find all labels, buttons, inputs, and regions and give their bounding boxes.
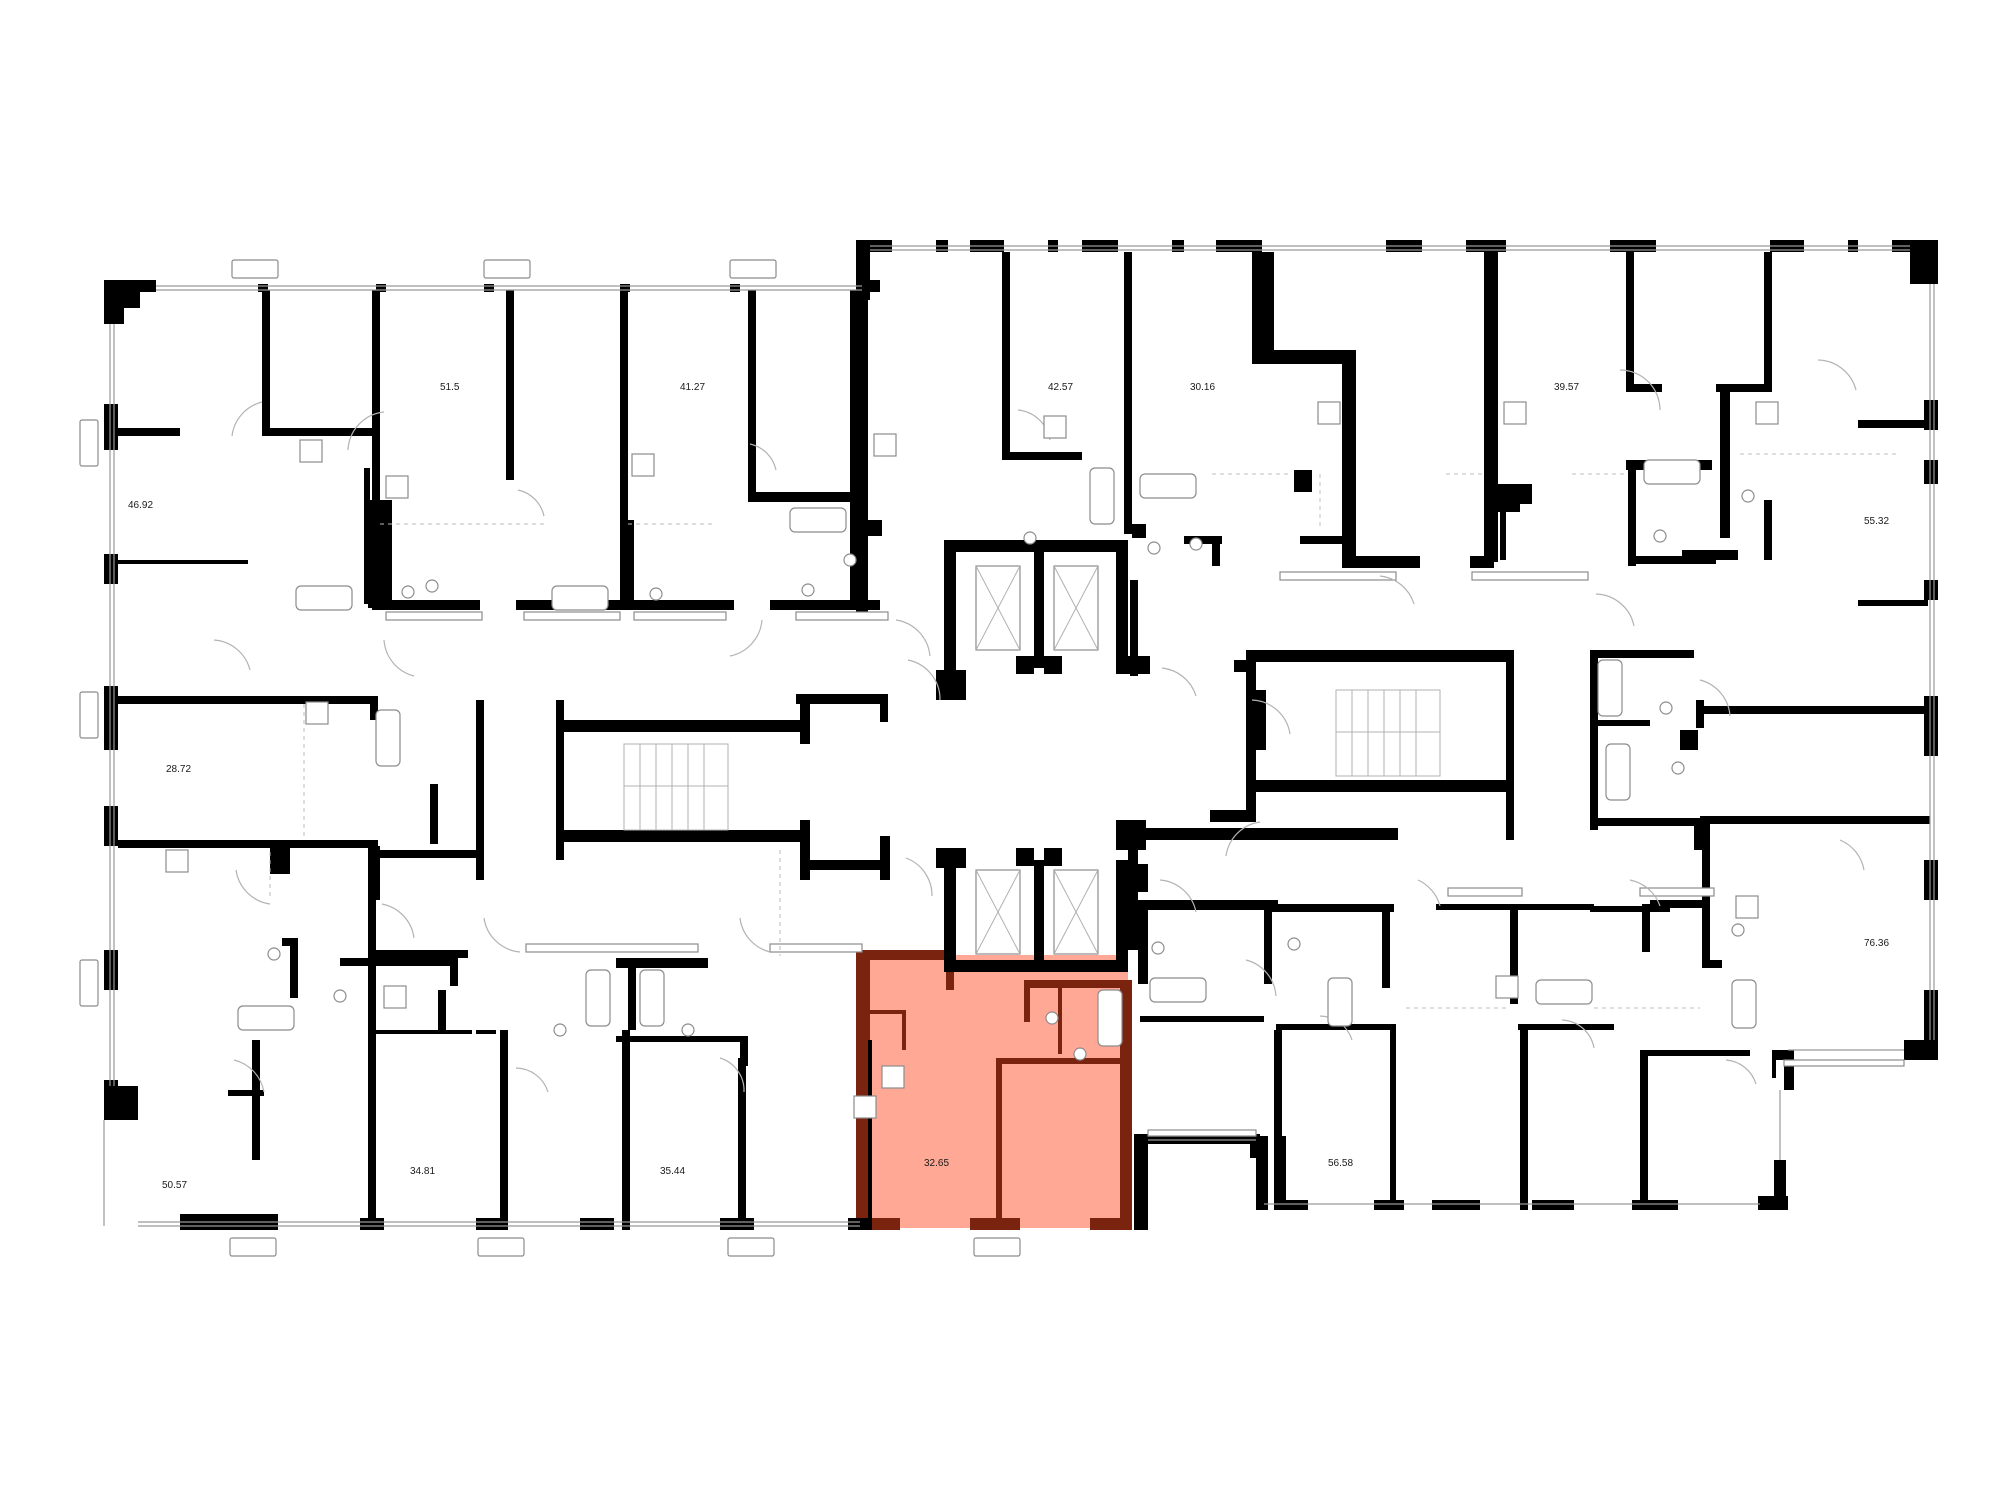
bathroom-fixtures bbox=[237, 459, 1757, 1061]
windows bbox=[103, 245, 1935, 1227]
area-label-35-44: 35.44 bbox=[660, 1166, 685, 1177]
interior-walls bbox=[118, 252, 1930, 1230]
area-label-56-58: 56.58 bbox=[1328, 1158, 1353, 1169]
kitchen-stoves bbox=[165, 401, 1779, 1119]
dashed-partitions bbox=[269, 453, 1900, 1009]
doors bbox=[213, 359, 1865, 1093]
area-label-76-36: 76.36 bbox=[1864, 938, 1889, 949]
area-label-32-65: 32.65 bbox=[924, 1158, 949, 1169]
area-label-55-32: 55.32 bbox=[1864, 516, 1889, 527]
highlighted-apartment[interactable] bbox=[856, 950, 1132, 1230]
area-label-28-72: 28.72 bbox=[166, 764, 191, 775]
area-label-46-92: 46.92 bbox=[128, 500, 153, 511]
area-label-41-27: 41.27 bbox=[680, 382, 705, 393]
outer-walls bbox=[104, 240, 1938, 1230]
highlighted-apartment-fill bbox=[862, 955, 1128, 1228]
area-label-30-16: 30.16 bbox=[1190, 382, 1215, 393]
area-label-50-57: 50.57 bbox=[162, 1180, 187, 1191]
ac-units bbox=[79, 259, 1021, 1257]
stairs bbox=[623, 689, 1441, 831]
elevators bbox=[975, 565, 1099, 955]
area-label-51-5: 51.5 bbox=[440, 382, 460, 393]
area-label-39-57: 39.57 bbox=[1554, 382, 1579, 393]
area-label-34-81: 34.81 bbox=[410, 1166, 435, 1177]
area-label-42-57: 42.57 bbox=[1048, 382, 1073, 393]
area-labels: 46.92 51.5 41.27 42.57 30.16 39.57 55.32… bbox=[128, 382, 1889, 1191]
loggias bbox=[385, 571, 1905, 1137]
